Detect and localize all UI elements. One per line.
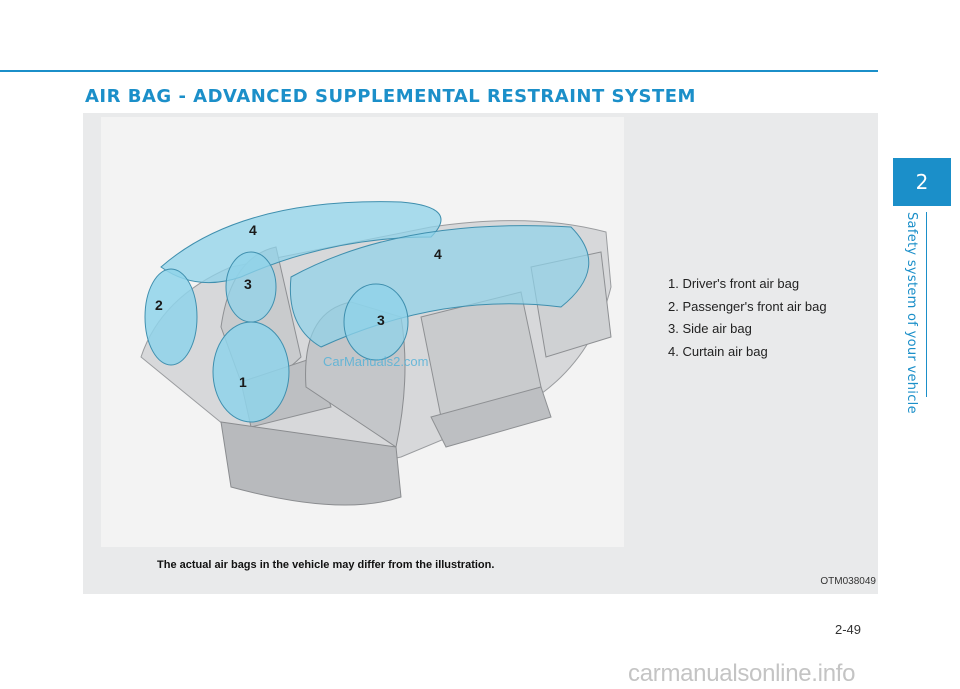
- callout-3-rear: 3: [377, 312, 385, 328]
- chapter-tab: 2: [893, 158, 951, 206]
- callout-4-front: 4: [249, 222, 257, 238]
- footer-watermark: carmanualsonline.info: [628, 660, 856, 687]
- figure-caption: The actual air bags in the vehicle may d…: [157, 559, 495, 571]
- legend-item-side: 3. Side air bag: [668, 321, 752, 336]
- legend-item-passenger-front: 2. Passenger's front air bag: [668, 298, 827, 314]
- airbag-illustration: 1 2 3 3 4 4 CarManuals2.com: [101, 117, 624, 547]
- legend-item-driver-front: 1. Driver's front air bag: [668, 276, 800, 291]
- callout-3-front: 3: [244, 276, 252, 292]
- image-watermark: CarManuals2.com: [323, 354, 429, 369]
- page-number: 2-49: [835, 622, 862, 637]
- legend-item-curtain: 4. Curtain air bag: [668, 343, 768, 359]
- figure-code: OTM038049: [820, 576, 876, 587]
- airbag-legend: 1. Driver's front air bag 2. Passenger's…: [668, 273, 827, 363]
- header-rule: [0, 70, 878, 72]
- callout-2: 2: [155, 297, 163, 313]
- chapter-title: Safety system of your vehicle: [904, 212, 919, 414]
- figure-panel: 1 2 3 3 4 4 CarManuals2.com 1. Driver's …: [83, 113, 878, 594]
- callout-4-rear: 4: [434, 246, 442, 262]
- passenger-front-airbag: [144, 268, 198, 366]
- side-airbag-passenger: [225, 251, 277, 323]
- rear-seat: [420, 291, 552, 448]
- airbag-illustration-svg: 1 2 3 3 4 4 CarManuals2.com: [140, 201, 612, 506]
- callout-1: 1: [239, 374, 247, 390]
- page-heading: AIR BAG - ADVANCED SUPPLEMENTAL RESTRAIN…: [85, 86, 696, 107]
- chapter-number: 2: [915, 170, 929, 194]
- driver-front-airbag: [212, 321, 290, 423]
- side-airbag-driver: [343, 283, 409, 361]
- chapter-rule: [926, 212, 927, 397]
